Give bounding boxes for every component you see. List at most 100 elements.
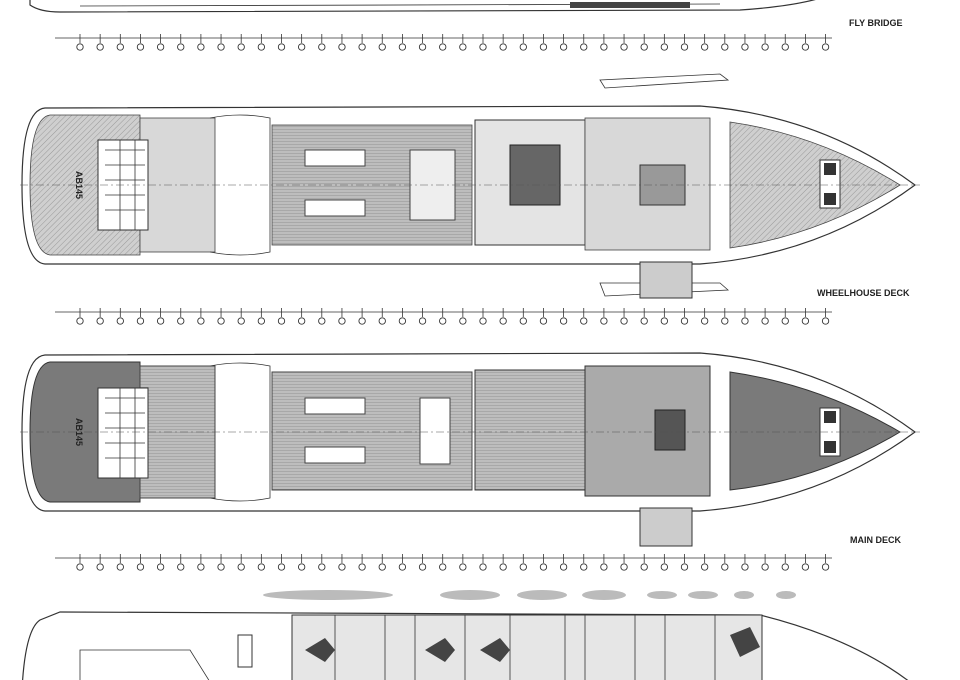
frame-marker — [701, 43, 709, 51]
wheelhouse-deck-plan: AB145 WHEELHOUSE DECK — [20, 73, 920, 299]
frame-marker — [479, 43, 487, 51]
frame-marker — [620, 43, 628, 51]
frame-marker — [640, 563, 648, 571]
frame-marker — [479, 563, 487, 571]
frame-marker — [318, 563, 326, 571]
lower-deck-plan — [22, 590, 909, 680]
frame-marker — [136, 43, 145, 51]
frame-marker — [600, 317, 608, 325]
frame-marker — [761, 43, 769, 51]
frame-marker — [116, 43, 124, 51]
frame-marker — [439, 317, 447, 325]
frame-marker — [741, 317, 749, 325]
main-deck-plan: AB145 MAIN DECK — [20, 352, 920, 547]
frame-marker — [156, 563, 165, 571]
frame-marker — [116, 563, 124, 571]
frame-marker — [519, 43, 527, 51]
frame-marker — [519, 317, 527, 325]
frame-marker — [680, 563, 689, 571]
frame-marker — [277, 563, 286, 571]
frame-marker — [559, 563, 568, 571]
frame-marker — [620, 563, 628, 571]
frame-marker — [439, 43, 447, 51]
frame-marker — [439, 563, 447, 571]
frame-ruler — [55, 34, 832, 51]
frame-marker — [539, 563, 548, 571]
fly-bridge-plan: FLY BRIDGE — [29, 0, 903, 28]
frame-marker — [761, 317, 769, 325]
frame-marker — [499, 317, 507, 325]
frame-marker — [297, 317, 306, 325]
deck-label-wheelhouse: WHEELHOUSE DECK — [817, 288, 910, 298]
frame-marker — [721, 43, 729, 51]
frame-marker — [580, 317, 588, 325]
deck-label-fly-bridge: FLY BRIDGE — [849, 18, 903, 28]
frame-marker — [136, 317, 145, 325]
frame-marker — [821, 317, 830, 325]
frame-marker — [257, 563, 265, 571]
frame-marker — [378, 43, 386, 51]
frame-marker — [237, 563, 245, 571]
frame-marker — [237, 43, 245, 51]
frame-marker — [559, 317, 568, 325]
frame-marker — [741, 563, 749, 571]
frame-marker — [338, 563, 346, 571]
frame-marker — [479, 317, 487, 325]
frame-marker — [680, 317, 689, 325]
frame-marker — [640, 317, 648, 325]
frame-marker — [801, 317, 810, 325]
frame-marker — [197, 43, 205, 51]
frame-marker — [358, 43, 366, 51]
frame-marker — [539, 317, 548, 325]
frame-marker — [660, 563, 668, 571]
frame-marker — [237, 317, 245, 325]
frame-marker — [781, 43, 789, 51]
frame-marker — [257, 317, 265, 325]
frame-marker — [600, 563, 608, 571]
frame-marker — [358, 317, 366, 325]
frame-marker — [277, 43, 286, 51]
frame-marker — [197, 317, 205, 325]
frame-marker — [76, 563, 84, 571]
frame-marker — [539, 43, 548, 51]
frame-marker — [156, 317, 165, 325]
frame-marker — [318, 43, 326, 51]
frame-marker — [580, 563, 588, 571]
frame-marker — [620, 317, 628, 325]
frame-marker — [297, 43, 306, 51]
frame-marker — [701, 563, 709, 571]
frame-marker — [519, 563, 527, 571]
frame-marker — [781, 563, 789, 571]
frame-marker — [459, 317, 467, 325]
frame-marker — [801, 563, 810, 571]
frame-marker — [96, 317, 104, 325]
frame-marker — [801, 43, 810, 51]
frame-marker — [821, 43, 830, 51]
frame-marker — [338, 317, 346, 325]
frame-marker — [741, 43, 749, 51]
frame-marker — [217, 43, 225, 51]
frame-marker — [499, 563, 507, 571]
frame-marker — [499, 43, 507, 51]
frame-marker — [398, 43, 407, 51]
frame-marker — [761, 563, 769, 571]
frame-marker — [156, 43, 165, 51]
frame-marker — [116, 317, 124, 325]
frame-marker — [559, 43, 568, 51]
frame-marker — [338, 43, 346, 51]
frame-marker — [459, 563, 467, 571]
frame-marker — [96, 563, 104, 571]
frame-marker — [418, 43, 427, 51]
frame-marker — [177, 43, 185, 51]
frame-marker — [721, 563, 729, 571]
frame-marker — [277, 317, 286, 325]
frame-marker — [418, 317, 427, 325]
frame-marker — [76, 43, 84, 51]
frame-marker — [398, 563, 407, 571]
frame-marker — [177, 317, 185, 325]
frame-marker — [660, 317, 668, 325]
frame-marker — [398, 317, 407, 325]
frame-marker — [257, 43, 265, 51]
frame-marker — [197, 563, 205, 571]
